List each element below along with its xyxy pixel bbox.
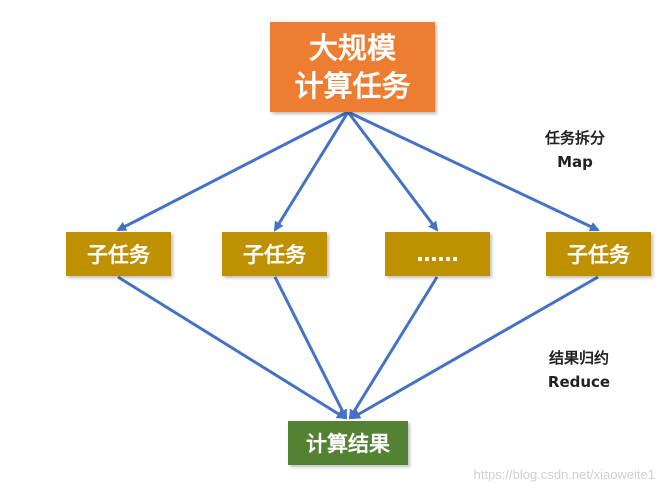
large-task-line2: 计算任务	[294, 69, 411, 103]
map-label-en: Map	[557, 153, 593, 171]
subtask-box-2: 子任务	[222, 232, 327, 276]
map-arrow-1	[116, 110, 349, 232]
subtask-box-4: 子任务	[546, 232, 651, 276]
reduce-arrow-1	[117, 275, 347, 420]
watermark-url: https://blog.csdn.net/xiaoweite1	[473, 467, 655, 482]
map-arrow-3	[346, 111, 439, 232]
map-label-cn: 任务拆分	[544, 129, 605, 147]
reduce-label-cn: 结果归约	[548, 349, 609, 367]
map-arrow-2	[273, 111, 350, 232]
subtask-box-1: 子任务	[66, 232, 171, 276]
map-arrow-4	[347, 110, 600, 232]
subtask-box-ellipsis: ……	[385, 232, 490, 276]
reduce-arrow-2	[273, 276, 348, 420]
large-task-box: 大规模 计算任务	[270, 22, 435, 112]
reduce-arrow-4	[350, 275, 599, 420]
map-label: 任务拆分 Map	[520, 126, 630, 174]
reduce-label-en: Reduce	[547, 373, 611, 391]
result-box: 计算结果	[288, 421, 408, 465]
reduce-label: 结果归约 Reduce	[524, 346, 634, 394]
large-task-line1: 大规模	[308, 31, 396, 65]
reduce-arrow-3	[348, 276, 439, 420]
